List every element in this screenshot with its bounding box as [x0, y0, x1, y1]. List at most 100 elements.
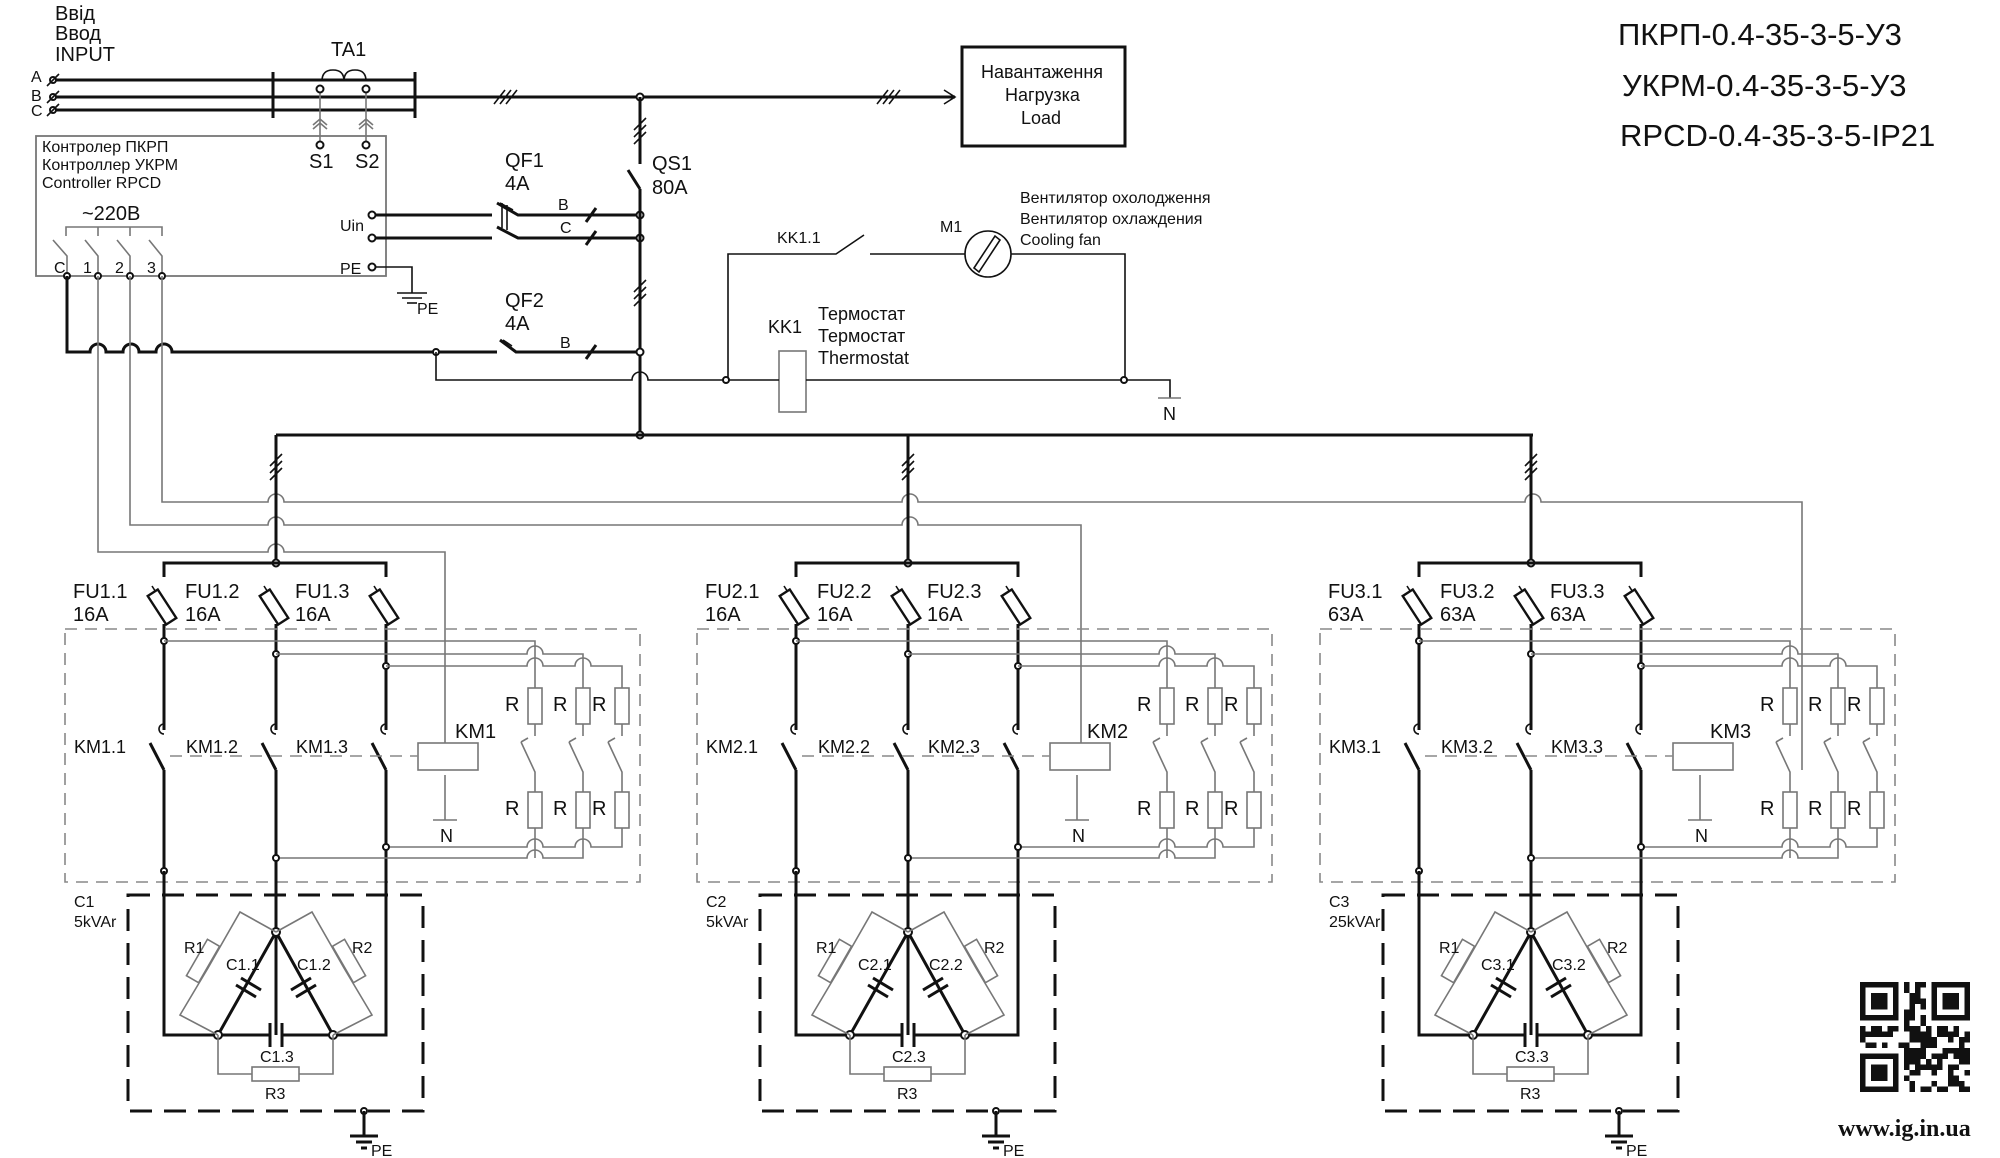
c2-label: C1.2 — [297, 957, 331, 974]
resistor-label: R — [1137, 798, 1151, 820]
resistor-label: R — [1808, 694, 1822, 716]
phase-label-b: B — [31, 88, 42, 105]
breaker-qf2: QF2 4A B — [65, 276, 728, 381]
contact-label: KM3.1 — [1329, 737, 1381, 757]
coil-neutral-label: N — [440, 826, 453, 846]
qf2-label: QF2 — [505, 290, 544, 312]
s2-label: S2 — [355, 151, 379, 173]
contact-label: KM1.1 — [74, 737, 126, 757]
resistor-label: R — [553, 694, 567, 716]
capacitor-power: 5kVAr — [706, 914, 749, 931]
contact-label: KM3.3 — [1551, 737, 1603, 757]
r3-label: R3 — [265, 1086, 286, 1103]
input-label-ru: Ввод — [55, 23, 101, 45]
coil-label: KM3 — [1710, 721, 1751, 743]
c3-label: C1.3 — [260, 1049, 294, 1066]
ground-label: PE — [1003, 1143, 1024, 1158]
capacitor-name: C3 — [1329, 894, 1350, 911]
supply-voltage-label: ~220B — [82, 203, 140, 225]
kk1-1-label: KK1.1 — [777, 230, 821, 247]
controller-pe-label: PE — [417, 301, 438, 318]
resistor-label: R — [553, 798, 567, 820]
ta1-label: TA1 — [331, 39, 366, 61]
input-section: Ввід Ввод INPUT A B C — [31, 3, 417, 120]
resistor-label: R — [505, 798, 519, 820]
control-wiring — [97, 276, 1803, 770]
qf2-phase-b: B — [560, 335, 571, 352]
capacitor-power: 25kVAr — [1329, 914, 1381, 931]
qf1-label: QF1 — [505, 150, 544, 172]
fuse-label: FU1.2 — [185, 581, 239, 603]
r2-label: R2 — [1607, 940, 1628, 957]
stage-3: FU3.163AKM3.1FU3.263AKM3.2FU3.363AKM3.3R… — [1319, 435, 1896, 1158]
fan-label-ua: Вентилятор охолодження — [1020, 190, 1210, 207]
qf2-rating: 4A — [505, 313, 530, 335]
c2-label: C2.2 — [929, 957, 963, 974]
kk1-label: KK1 — [768, 317, 802, 337]
input-label-en: INPUT — [55, 44, 115, 66]
resistor-label: R — [592, 694, 606, 716]
ground-label: PE — [371, 1143, 392, 1158]
website-label: www.ig.in.ua — [1838, 1116, 1971, 1142]
load-label-en: Load — [1021, 108, 1061, 128]
stage-1: FU1.116AKM1.1FU1.216AKM1.2FU1.316AKM1.3R… — [64, 435, 641, 1158]
r2-label: R2 — [984, 940, 1005, 957]
output-3-label: 3 — [147, 260, 156, 277]
fuse-rating: 16A — [185, 604, 221, 626]
fuse-rating: 16A — [927, 604, 963, 626]
resistor-label: R — [1847, 798, 1861, 820]
thermostat-neutral-label: N — [1163, 404, 1176, 424]
thermostat-label-ua: Термостат — [818, 304, 905, 324]
capacitor-stages: FU1.116AKM1.1FU1.216AKM1.2FU1.316AKM1.3R… — [64, 435, 1896, 1158]
breaker-qf1: QF1 4A B C — [376, 150, 645, 246]
thermostat-label-ru: Термостат — [818, 326, 905, 346]
resistor-label: R — [1224, 798, 1238, 820]
c1-label: C1.1 — [226, 957, 260, 974]
c1-label: C3.1 — [1481, 957, 1515, 974]
thermostat-label-en: Thermostat — [818, 348, 909, 368]
fuse-label: FU1.3 — [295, 581, 349, 603]
fuse-rating: 63A — [1440, 604, 1476, 626]
controller-label-en: Controller RPCD — [42, 175, 161, 192]
resistor-label: R — [1137, 694, 1151, 716]
qf1-phase-c: C — [560, 220, 572, 237]
coil-label: KM2 — [1087, 721, 1128, 743]
fuse-rating: 63A — [1550, 604, 1586, 626]
coil-neutral-label: N — [1072, 826, 1085, 846]
qr-code — [1860, 982, 1970, 1092]
resistor-label: R — [1760, 798, 1774, 820]
resistor-label: R — [1847, 694, 1861, 716]
r1-label: R1 — [184, 940, 205, 957]
c3-label: C3.3 — [1515, 1049, 1549, 1066]
m1-label: M1 — [940, 219, 962, 236]
main-feeder — [415, 89, 957, 105]
fuse-label: FU1.1 — [73, 581, 127, 603]
output-1-label: 1 — [83, 260, 92, 277]
capacitor-name: C1 — [74, 894, 95, 911]
fuse-rating: 16A — [295, 604, 331, 626]
capacitor-power: 5kVAr — [74, 914, 117, 931]
r2-label: R2 — [352, 940, 373, 957]
coil-label: KM1 — [455, 721, 496, 743]
r3-label: R3 — [897, 1086, 918, 1103]
r3-label: R3 — [1520, 1086, 1541, 1103]
c3-label: C2.3 — [892, 1049, 926, 1066]
title-line-3: RPCD-0.4-35-3-5-IP21 — [1620, 118, 1935, 153]
resistor-label: R — [1760, 694, 1774, 716]
controller-box: Контролер ПКРП Контроллер УКРМ Controlle… — [35, 135, 387, 280]
c1-label: C2.1 — [858, 957, 892, 974]
fuse-label: FU3.3 — [1550, 581, 1604, 603]
contact-label: KM2.2 — [818, 737, 870, 757]
thermostat-kk1: KK1 Термостат Термостат Thermostat N — [722, 304, 1181, 424]
resistor-label: R — [1808, 798, 1822, 820]
c2-label: C3.2 — [1552, 957, 1586, 974]
